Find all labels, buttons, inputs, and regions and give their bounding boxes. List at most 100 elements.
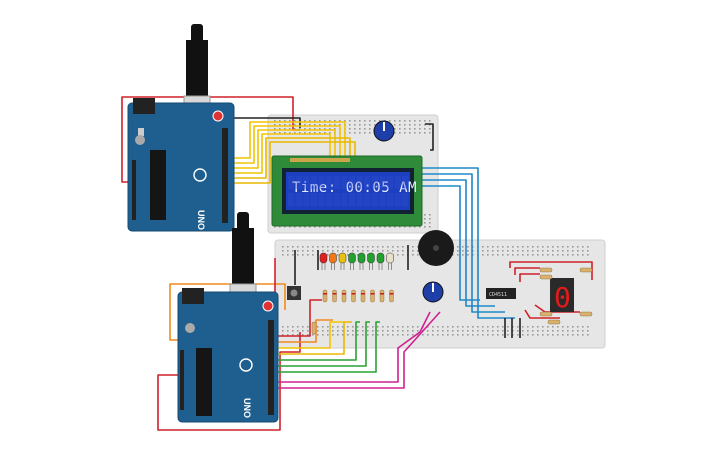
arduino-bottom[interactable]: UNO: [177, 212, 279, 423]
breadboard-hole: [302, 326, 304, 328]
breadboard-hole: [324, 124, 326, 126]
breadboard-hole: [457, 334, 459, 336]
breadboard-hole: [364, 226, 366, 228]
lcd-cell: [288, 176, 295, 189]
breadboard-hole: [309, 120, 311, 122]
resistor: [370, 289, 375, 303]
lcd-cell: [402, 176, 409, 189]
breadboard-hole: [397, 246, 399, 248]
breadboard-hole: [352, 334, 354, 336]
breadboard-hole: [419, 120, 421, 122]
breadboard-hole: [404, 128, 406, 130]
breadboard-hole: [437, 330, 439, 332]
breadboard-hole: [467, 254, 469, 256]
breadboard-hole: [367, 330, 369, 332]
breadboard-hole: [397, 330, 399, 332]
breadboard-hole: [387, 326, 389, 328]
breadboard-hole: [542, 246, 544, 248]
breadboard-hole: [417, 330, 419, 332]
lcd-cell: [371, 176, 378, 189]
breadboard-hole: [552, 330, 554, 332]
breadboard-hole: [359, 132, 361, 134]
wire-blue-4: [420, 185, 480, 301]
breadboard-hole: [304, 226, 306, 228]
breadboard-hole: [332, 246, 334, 248]
breadboard-hole: [289, 226, 291, 228]
breadboard-hole: [377, 250, 379, 252]
breadboard-hole: [377, 334, 379, 336]
breadboard-hole: [322, 330, 324, 332]
breadboard-hole: [552, 250, 554, 252]
wire-magenta-1: [276, 311, 431, 383]
breadboard-hole: [497, 246, 499, 248]
breadboard-hole: [432, 330, 434, 332]
breadboard-hole: [312, 254, 314, 256]
breadboard-hole: [297, 246, 299, 248]
breadboard-hole: [404, 120, 406, 122]
potentiometer-bottom[interactable]: [422, 281, 444, 303]
breadboard-hole: [287, 254, 289, 256]
breadboard-hole: [582, 330, 584, 332]
lcd-cell: [318, 193, 325, 206]
breadboard-hole: [319, 120, 321, 122]
breadboard-hole: [314, 120, 316, 122]
lcd-cell: [348, 193, 356, 206]
breadboard-hole: [577, 334, 579, 336]
breadboard-hole: [427, 334, 429, 336]
breadboard-hole: [282, 330, 284, 332]
breadboard-hole: [377, 330, 379, 332]
breadboard-hole: [287, 330, 289, 332]
breadboard-hole: [532, 250, 534, 252]
breadboard-hole: [542, 330, 544, 332]
breadboard-hole: [429, 132, 431, 134]
lcd-cell: [303, 176, 310, 189]
breadboard-hole: [399, 124, 401, 126]
breadboard-hole: [284, 128, 286, 130]
arduino-top-label: UNO: [196, 210, 206, 230]
breadboard-hole: [467, 246, 469, 248]
breadboard-hole: [547, 254, 549, 256]
breadboard-hole: [309, 128, 311, 130]
lcd-cells: [288, 176, 409, 206]
breadboard-hole: [372, 334, 374, 336]
lcd-cell: [394, 176, 401, 189]
breadboard-hole: [354, 120, 356, 122]
breadboard-hole: [409, 124, 411, 126]
led-row: [319, 252, 394, 270]
breadboard-hole: [372, 246, 374, 248]
breadboard-hole: [344, 120, 346, 122]
breadboard-hole: [342, 250, 344, 252]
breadboard-hole: [412, 326, 414, 328]
led: [319, 252, 328, 264]
wire-blue-3: [420, 179, 495, 307]
breadboard-hole: [567, 246, 569, 248]
breadboard-hole: [402, 334, 404, 336]
resistor-band: [332, 293, 337, 295]
resistor: [539, 311, 553, 317]
breadboard-hole: [392, 246, 394, 248]
arduino-top[interactable]: UNO: [127, 24, 235, 232]
seven-segment-display: 0: [550, 278, 574, 314]
breadboard-hole: [337, 334, 339, 336]
breadboard-hole: [304, 120, 306, 122]
breadboard-hole: [412, 254, 414, 256]
breadboard-hole: [429, 128, 431, 130]
lcd-cell: [326, 193, 333, 206]
breadboard-hole: [397, 250, 399, 252]
breadboard-hole: [567, 250, 569, 252]
breadboard-hole: [329, 120, 331, 122]
resistor-band: [380, 293, 384, 295]
breadboard-hole: [322, 246, 324, 248]
breadboard-hole: [382, 246, 384, 248]
breadboard-hole: [397, 334, 399, 336]
breadboard-hole: [327, 326, 329, 328]
breadboard-hole: [409, 120, 411, 122]
push-button[interactable]: [287, 286, 301, 300]
breadboard-hole: [387, 334, 389, 336]
breadboard-hole: [522, 330, 524, 332]
lcd-cell: [326, 176, 333, 189]
breadboard-hole: [284, 132, 286, 134]
potentiometer-top[interactable]: [373, 120, 395, 142]
breadboard-hole: [299, 226, 301, 228]
wire-yellow-6: [228, 141, 356, 184]
